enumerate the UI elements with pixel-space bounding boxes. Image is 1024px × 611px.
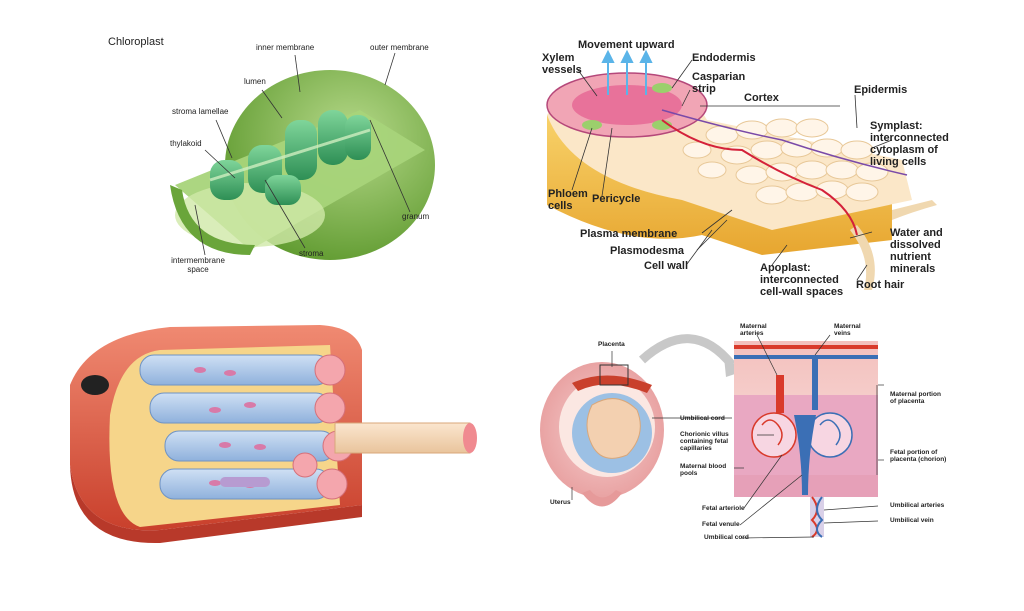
label-casparian-strip: Casparian strip xyxy=(692,71,746,96)
root-hair-shape xyxy=(892,200,937,220)
placenta-leader-lines xyxy=(571,334,884,539)
muscle-panel xyxy=(0,305,512,611)
cortex-cells xyxy=(682,118,889,205)
label-phloem-cells: Phloem cells xyxy=(548,188,588,213)
umbilical-cord-shape xyxy=(810,497,824,537)
membrane-edge xyxy=(170,185,255,255)
muscle-fiber-illustration xyxy=(70,325,477,544)
placenta-shape xyxy=(572,375,652,393)
label-granum: granum xyxy=(402,212,430,221)
spiral-artery xyxy=(776,375,784,413)
umbilical-vein-path xyxy=(816,496,824,538)
fetal-stalk xyxy=(794,415,816,495)
label-umbilical-cord-bottom: Umbilical cord xyxy=(704,534,749,541)
label-cell-wall: Cell wall xyxy=(644,260,689,272)
label-outer-membrane: outer membrane xyxy=(370,43,429,52)
label-symplast: Symplast: interconnected cytoplasm of li… xyxy=(870,120,949,169)
maternal-artery-horizontal xyxy=(734,345,878,349)
label-xylem-vessels: Xylem vessels xyxy=(542,52,582,77)
zoom-arrow xyxy=(638,334,736,368)
label-plasma-membrane: Plasma membrane xyxy=(580,228,678,240)
myofibrils xyxy=(139,354,336,500)
label-epidermis: Epidermis xyxy=(854,84,908,96)
zoom-box xyxy=(599,364,629,386)
label-lumen: lumen xyxy=(244,77,266,86)
placenta-illustration xyxy=(540,334,884,539)
xylem-core xyxy=(572,85,682,125)
label-stroma-lamellae: stroma lamellae xyxy=(172,107,229,116)
root-leader-lines xyxy=(571,59,893,281)
grana-stacks xyxy=(209,110,371,205)
maternal-vein-vertical xyxy=(812,355,818,410)
chloroplast-leader-lines xyxy=(194,52,411,256)
chloroplast-title: Chloroplast xyxy=(108,36,164,48)
label-uterus: Uterus xyxy=(550,499,571,506)
chloroplast-panel: Chloroplast inner membrane outer membran… xyxy=(0,0,512,305)
sr-tube xyxy=(220,477,270,487)
label-endodermis: Endodermis xyxy=(692,52,756,64)
root-illustration xyxy=(546,49,937,290)
label-inner-membrane: inner membrane xyxy=(256,43,315,52)
label-umbilical-arteries: Umbilical arteries xyxy=(890,502,945,509)
label-fetal-venule: Fetal venule xyxy=(702,521,740,528)
label-fetal-portion: Fetal portion of placenta (chorion) xyxy=(890,449,947,464)
root-panel: Movement upward Xylem vessels Endodermis… xyxy=(512,0,1024,305)
root-hair-2 xyxy=(850,225,875,290)
label-maternal-arteries: Maternal arteries xyxy=(740,323,767,338)
label-plasmodesma: Plasmodesma xyxy=(610,245,684,257)
label-water-minerals: Water and dissolved nutrient minerals xyxy=(890,227,943,276)
label-maternal-veins: Maternal veins xyxy=(834,323,861,338)
label-movement-upward: Movement upward xyxy=(578,39,675,51)
maternal-vein-horizontal xyxy=(734,355,878,359)
label-intermembrane-space: intermembrane space xyxy=(171,256,225,274)
label-fetal-arteriole: Fetal arteriole xyxy=(702,505,745,512)
symplast-path xyxy=(661,109,908,176)
upward-arrows xyxy=(601,49,653,95)
protruding-myofibril xyxy=(334,422,471,454)
myofibril-end xyxy=(463,423,477,453)
label-maternal-blood-pools: Maternal blood pools xyxy=(680,463,727,478)
label-root-hair: Root hair xyxy=(856,279,905,291)
umbilical-artery-path xyxy=(810,496,818,538)
label-umbilical-vein: Umbilical vein xyxy=(890,517,934,524)
apoplast-path xyxy=(661,119,858,236)
mitochondria xyxy=(194,367,266,488)
label-thylakoid: thylakoid xyxy=(170,139,202,148)
fetus-shape xyxy=(586,398,641,459)
phloem-cells-shape xyxy=(582,83,672,130)
chloroplast-illustration xyxy=(170,52,435,260)
label-chorionic-villus: Chorionic villus containing fetal capill… xyxy=(680,431,729,453)
label-maternal-portion: Maternal portion of placenta xyxy=(890,391,941,406)
placenta-panel: Placenta Maternal arteries Maternal vein… xyxy=(512,305,1024,611)
label-pericycle: Pericycle xyxy=(592,193,641,205)
label-umbilical-cord: Umbilical cord xyxy=(680,415,725,422)
label-cortex: Cortex xyxy=(744,92,779,104)
label-stroma: stroma xyxy=(299,249,324,258)
label-apoplast: Apoplast: interconnected cell-wall space… xyxy=(760,262,844,299)
label-placenta: Placenta xyxy=(598,341,625,348)
fiber-bottom xyxy=(70,465,362,544)
nucleus-shape xyxy=(81,375,109,395)
cervix-shape xyxy=(582,490,622,507)
